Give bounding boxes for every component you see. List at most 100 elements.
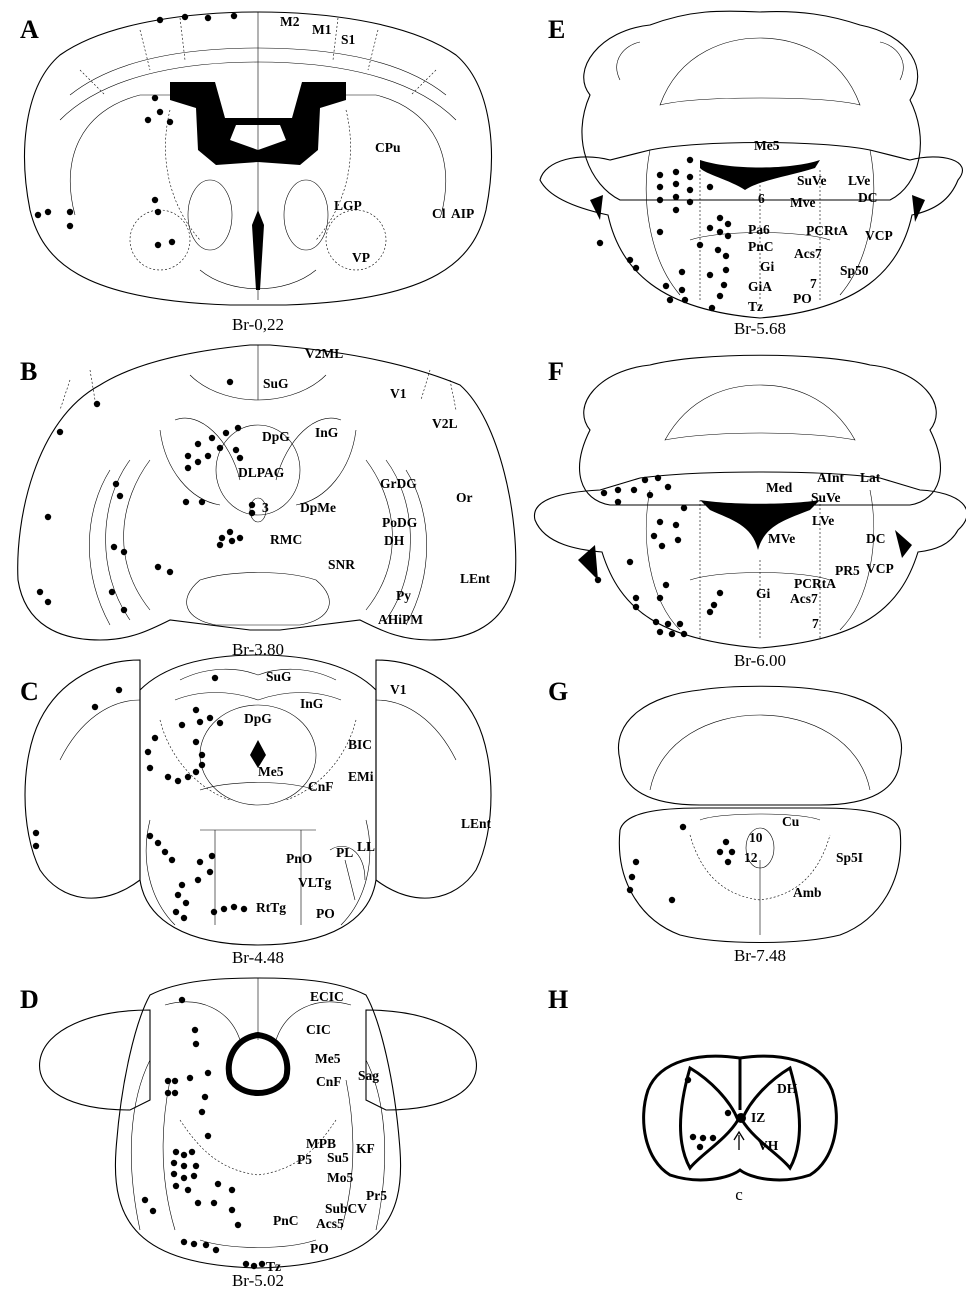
label-e-15: PO [793, 291, 812, 306]
dots-e [596, 156, 732, 312]
label-e-4: Mve [790, 195, 815, 210]
label-a-3: CPu [375, 140, 401, 155]
label-e-10: Acs7 [794, 246, 822, 261]
label-b-12: RMC [270, 532, 302, 547]
label-b-2: V1 [390, 386, 407, 401]
panel-h: H DH IZ VH c [548, 985, 838, 1204]
dots-h [684, 1076, 732, 1151]
label-d-15: Tz [266, 1259, 281, 1274]
bregma-g: Br-7.48 [734, 946, 786, 965]
label-b-0: V2ML [305, 346, 343, 361]
panel-e: E Me5 SuVe LVe DC Mve 6 Pa6 PCRtA VCP Pn… [539, 10, 963, 338]
label-b-16: Py [396, 588, 411, 603]
label-e-2: LVe [848, 173, 870, 188]
label-d-8: Su5 [327, 1150, 349, 1165]
bregma-e: Br-5.68 [734, 319, 786, 338]
panel-c: C SuG V1 InG DpG BIC Me5 EMi CnF LEnt LL… [20, 654, 492, 967]
label-g-4: Amb [793, 885, 822, 900]
label-b-11: PoDG [382, 515, 418, 530]
label-d-5: MPB [306, 1136, 336, 1151]
label-g-1: 10 [749, 830, 763, 845]
label-c-8: LEnt [461, 816, 492, 831]
panel-b: B V2ML SuG V1 DpG InG V2L DLPAG GrDG Or … [17, 344, 517, 659]
label-e-11: Gi [760, 259, 775, 274]
label-f-5: DC [866, 531, 886, 546]
label-c-12: VLTg [298, 875, 332, 890]
label-a-7: VP [352, 250, 370, 265]
label-f-3: SuVe [811, 490, 841, 505]
label-e-6: Pa6 [748, 222, 770, 237]
label-b-9: DpMe [300, 500, 336, 515]
panel-a-letter: A [20, 15, 39, 44]
label-g-0: Cu [782, 814, 800, 829]
label-d-10: Pr5 [366, 1188, 387, 1203]
label-f-8: VCP [866, 561, 894, 576]
label-d-12: PnC [273, 1213, 299, 1228]
label-d-4: CnF [316, 1074, 342, 1089]
label-b-7: GrDG [380, 476, 417, 491]
panel-g: G Cu 10 Sp5I 12 Amb Br-7.48 [548, 677, 903, 965]
label-b-1: SuG [263, 376, 289, 391]
label-d-14: PO [310, 1241, 329, 1256]
label-f-0: AInt [817, 470, 845, 485]
bregma-d: Br-5.02 [232, 1271, 284, 1290]
label-f-1: Lat [860, 470, 881, 485]
panel-e-letter: E [548, 15, 565, 44]
label-c-2: InG [300, 696, 324, 711]
label-a-5: Cl [432, 206, 446, 221]
bregma-b: Br-3.80 [232, 640, 284, 659]
label-e-3: DC [858, 190, 878, 205]
label-f-12: 7 [812, 616, 819, 631]
label-c-3: DpG [244, 711, 272, 726]
label-f-4: LVe [812, 513, 834, 528]
dots-g [626, 823, 736, 904]
panel-g-letter: G [548, 677, 568, 706]
label-f-6: MVe [768, 531, 795, 546]
label-h-1: IZ [751, 1110, 765, 1125]
dots-d [141, 996, 266, 1270]
label-e-8: VCP [865, 228, 893, 243]
label-d-6: KF [356, 1141, 375, 1156]
label-e-16: Tz [748, 299, 763, 314]
label-d-0: ECIC [310, 989, 344, 1004]
label-a-2: S1 [341, 32, 356, 47]
label-e-5: 6 [758, 191, 765, 206]
label-b-6: DLPAG [238, 465, 285, 480]
label-c-1: V1 [390, 682, 407, 697]
panel-c-letter: C [20, 677, 39, 706]
dots-f [594, 474, 724, 638]
label-f-7: PR5 [835, 563, 860, 578]
dots-b [36, 378, 256, 614]
panel-f-letter: F [548, 357, 564, 386]
bregma-f: Br-6.00 [734, 651, 786, 670]
label-f-2: Med [766, 480, 793, 495]
panel-a: A M2 M1 S1 CPu LGP Cl AIP VP Br-0,22 [20, 11, 492, 334]
label-d-3: Sag [358, 1068, 379, 1083]
label-c-4: BIC [348, 737, 372, 752]
label-a-0: M2 [280, 14, 300, 29]
label-d-11: SubCV [325, 1201, 367, 1216]
dots-c [32, 674, 248, 922]
label-d-1: CIC [306, 1022, 331, 1037]
panel-d: D ECIC CIC Me5 Sag CnF MPB KF P5 Su5 Mo5… [20, 977, 477, 1290]
label-e-12: Sp50 [840, 263, 869, 278]
label-b-8: Or [456, 490, 473, 505]
label-e-1: SuVe [797, 173, 827, 188]
label-b-13: DH [384, 533, 405, 548]
label-h-2: VH [758, 1138, 779, 1153]
label-c-13: RtTg [256, 900, 286, 915]
dots-a [34, 12, 238, 249]
label-d-9: Mo5 [327, 1170, 353, 1185]
label-c-10: PL [336, 845, 353, 860]
label-e-0: Me5 [754, 138, 780, 153]
label-a-4: LGP [334, 198, 362, 213]
label-e-14: 7 [810, 276, 817, 291]
label-b-15: LEnt [460, 571, 491, 586]
label-a-6: AIP [451, 206, 474, 221]
label-c-7: CnF [308, 779, 334, 794]
label-d-2: Me5 [315, 1051, 341, 1066]
label-c-6: EMi [348, 769, 374, 784]
bregma-h: c [735, 1185, 743, 1204]
label-b-5: V2L [432, 416, 458, 431]
